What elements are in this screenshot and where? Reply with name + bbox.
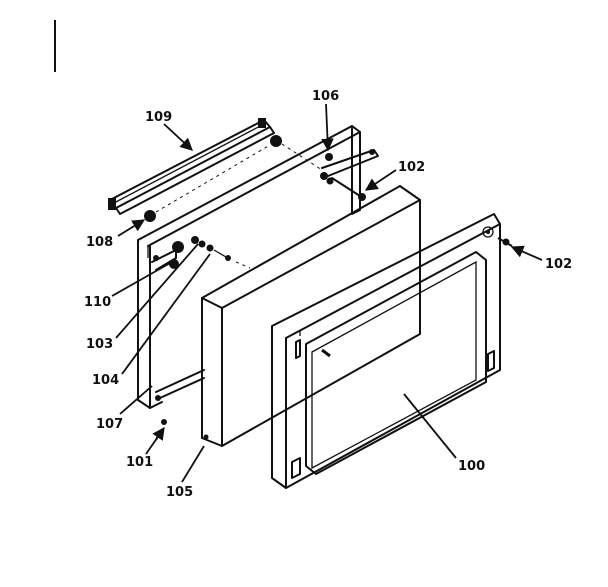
callout-108: 108 (86, 235, 113, 250)
part-109-top-trim (108, 118, 275, 215)
assembly-guide-lines (155, 143, 323, 269)
callout-101: 101 (126, 455, 153, 470)
callout-104: 104 (92, 373, 119, 388)
part-102-screw-upper (331, 149, 375, 201)
callout-102-upper: 102 (398, 160, 425, 175)
leader-lines (111, 103, 543, 483)
callout-105: 105 (166, 485, 193, 500)
part-105-inner-panel (201, 185, 421, 447)
callout-107: 107 (96, 417, 123, 432)
part-103-washer (191, 236, 206, 248)
part-100-outer-door (271, 213, 501, 489)
part-106-hinge-bracket (320, 149, 379, 185)
callout-109: 109 (145, 110, 172, 125)
callout-100: 100 (458, 459, 485, 474)
part-108-grommet (144, 135, 282, 222)
part-102-screw-right (497, 237, 513, 247)
callout-106: 106 (312, 89, 339, 104)
callout-102-right: 102 (545, 257, 572, 272)
part-104-screw (206, 244, 231, 261)
callout-103: 103 (86, 337, 113, 352)
callout-labels: 109 106 102 102 108 110 103 104 107 101 … (84, 89, 572, 500)
callout-110: 110 (84, 295, 111, 310)
